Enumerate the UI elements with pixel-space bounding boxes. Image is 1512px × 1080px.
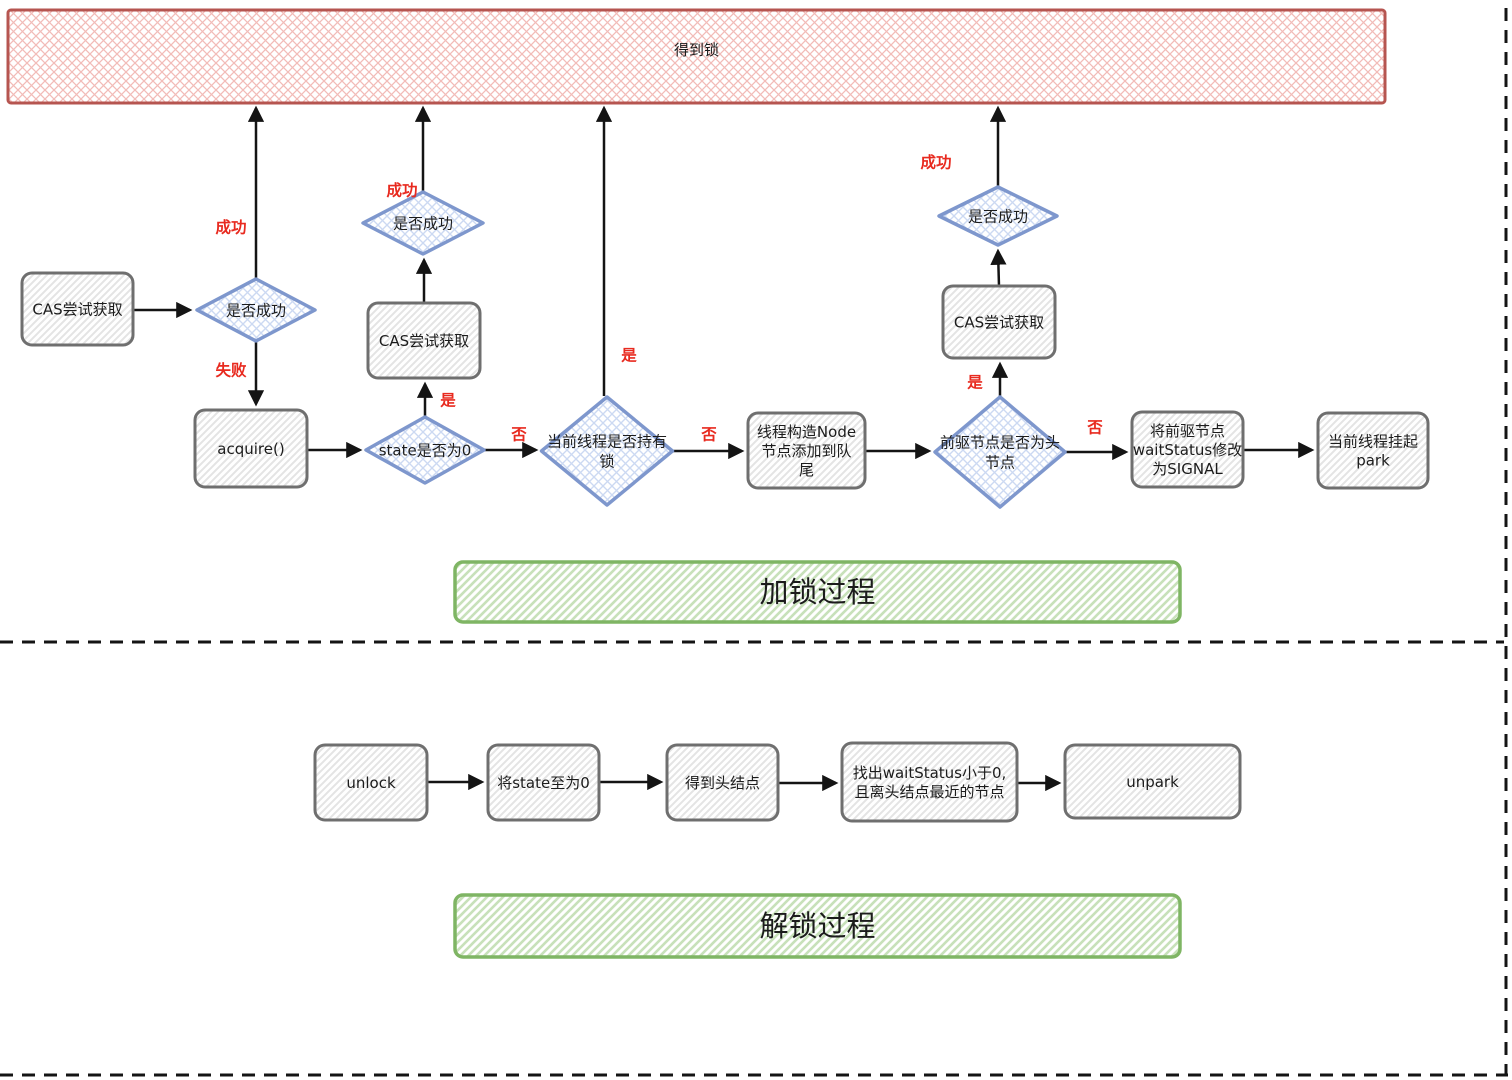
build-node-box-shape <box>746 411 867 490</box>
park-box-shape <box>1316 411 1430 490</box>
cas-success-diamond-2-shape <box>361 190 485 256</box>
cas-try-box-1-shape <box>20 271 135 347</box>
label-no-state: 否 <box>510 426 527 444</box>
label-no-holdlock: 否 <box>700 426 717 444</box>
node-label: CAS尝试获取 <box>32 300 122 318</box>
state-zero-diamond: state是否为0 <box>364 415 486 485</box>
unlock-box: unlock <box>313 743 429 822</box>
label-yes-holdlock: 是 <box>620 347 637 365</box>
lock-process-banner: 加锁过程 <box>453 560 1182 624</box>
node-label: CAS尝试获取 <box>379 332 469 350</box>
pred-head-diamond: 前驱节点是否为头节点 <box>933 395 1067 509</box>
label-yes-state: 是 <box>439 392 456 410</box>
node-label: 找出waitStatus小于0,且离头结点最近的节点 <box>853 764 1007 801</box>
unlock-process-banner: 解锁过程 <box>453 893 1182 959</box>
cas-success-diamond-1-shape <box>195 277 317 343</box>
cas-success-diamond-3-shape <box>937 185 1059 247</box>
get-head-box: 得到头结点 <box>665 743 780 822</box>
node-label: 是否成功 <box>226 301 286 319</box>
lock-acquired-bar: 得到锁 <box>6 8 1387 105</box>
acquire-box: acquire() <box>193 408 309 489</box>
node-label: 得到锁 <box>674 41 719 59</box>
cas-try-box-3-shape <box>941 284 1057 360</box>
unpark-box: unpark <box>1063 743 1242 820</box>
lock-process-banner-label: 加锁过程 <box>759 575 875 609</box>
unlock-process-banner-shape <box>453 893 1182 959</box>
cas-try-box-2-shape <box>366 301 482 380</box>
node-label: 是否成功 <box>968 207 1028 225</box>
cas-try-box-1: CAS尝试获取 <box>20 271 135 347</box>
set-state-box-shape <box>486 743 601 822</box>
node-label: 前驱节点是否为头节点 <box>940 433 1060 471</box>
node-label: unpark <box>1126 773 1179 791</box>
node-label: 是否成功 <box>393 214 453 232</box>
node-label: 当前线程是否持有锁 <box>547 432 667 470</box>
get-head-box-shape <box>665 743 780 822</box>
hold-lock-diamond: 当前线程是否持有锁 <box>539 395 675 507</box>
label-yes-predhead: 是 <box>966 374 983 392</box>
set-signal-box-shape <box>1130 410 1245 489</box>
node-label: state是否为0 <box>379 441 472 459</box>
node-label: 得到头结点 <box>685 774 760 792</box>
label-no-predhead: 否 <box>1086 419 1103 437</box>
lock-acquired-bar-shape <box>6 8 1387 105</box>
state-zero-diamond-shape <box>364 415 486 485</box>
cas-success-diamond-1: 是否成功 <box>195 277 317 343</box>
set-state-box: 将state至为0 <box>486 743 601 822</box>
node-label: acquire() <box>217 440 284 458</box>
find-node-box: 找出waitStatus小于0,且离头结点最近的节点 <box>840 741 1019 823</box>
edge-cas3-to-success3 <box>990 248 1007 287</box>
label-fail-1: 失败 <box>215 361 247 380</box>
node-label: CAS尝试获取 <box>954 313 1044 331</box>
node-label: 将state至为0 <box>497 774 590 792</box>
label-success-1: 成功 <box>215 218 246 237</box>
cas-try-box-3: CAS尝试获取 <box>941 284 1057 360</box>
unlock-box-shape <box>313 743 429 822</box>
acquire-box-shape <box>193 408 309 489</box>
cas-success-diamond-3: 是否成功 <box>937 185 1059 247</box>
hold-lock-diamond-shape <box>539 395 675 507</box>
label-success-2: 成功 <box>386 181 417 200</box>
cas-success-diamond-2: 是否成功 <box>361 190 485 256</box>
label-success-3: 成功 <box>920 153 951 172</box>
unpark-box-shape <box>1063 743 1242 820</box>
unlock-process-banner-label: 解锁过程 <box>759 909 875 943</box>
node-label: unlock <box>346 774 396 792</box>
find-node-box-shape <box>840 741 1019 823</box>
cas-try-box-2: CAS尝试获取 <box>366 301 482 380</box>
lock-process-banner-shape <box>453 560 1182 624</box>
pred-head-diamond-shape <box>933 395 1067 509</box>
